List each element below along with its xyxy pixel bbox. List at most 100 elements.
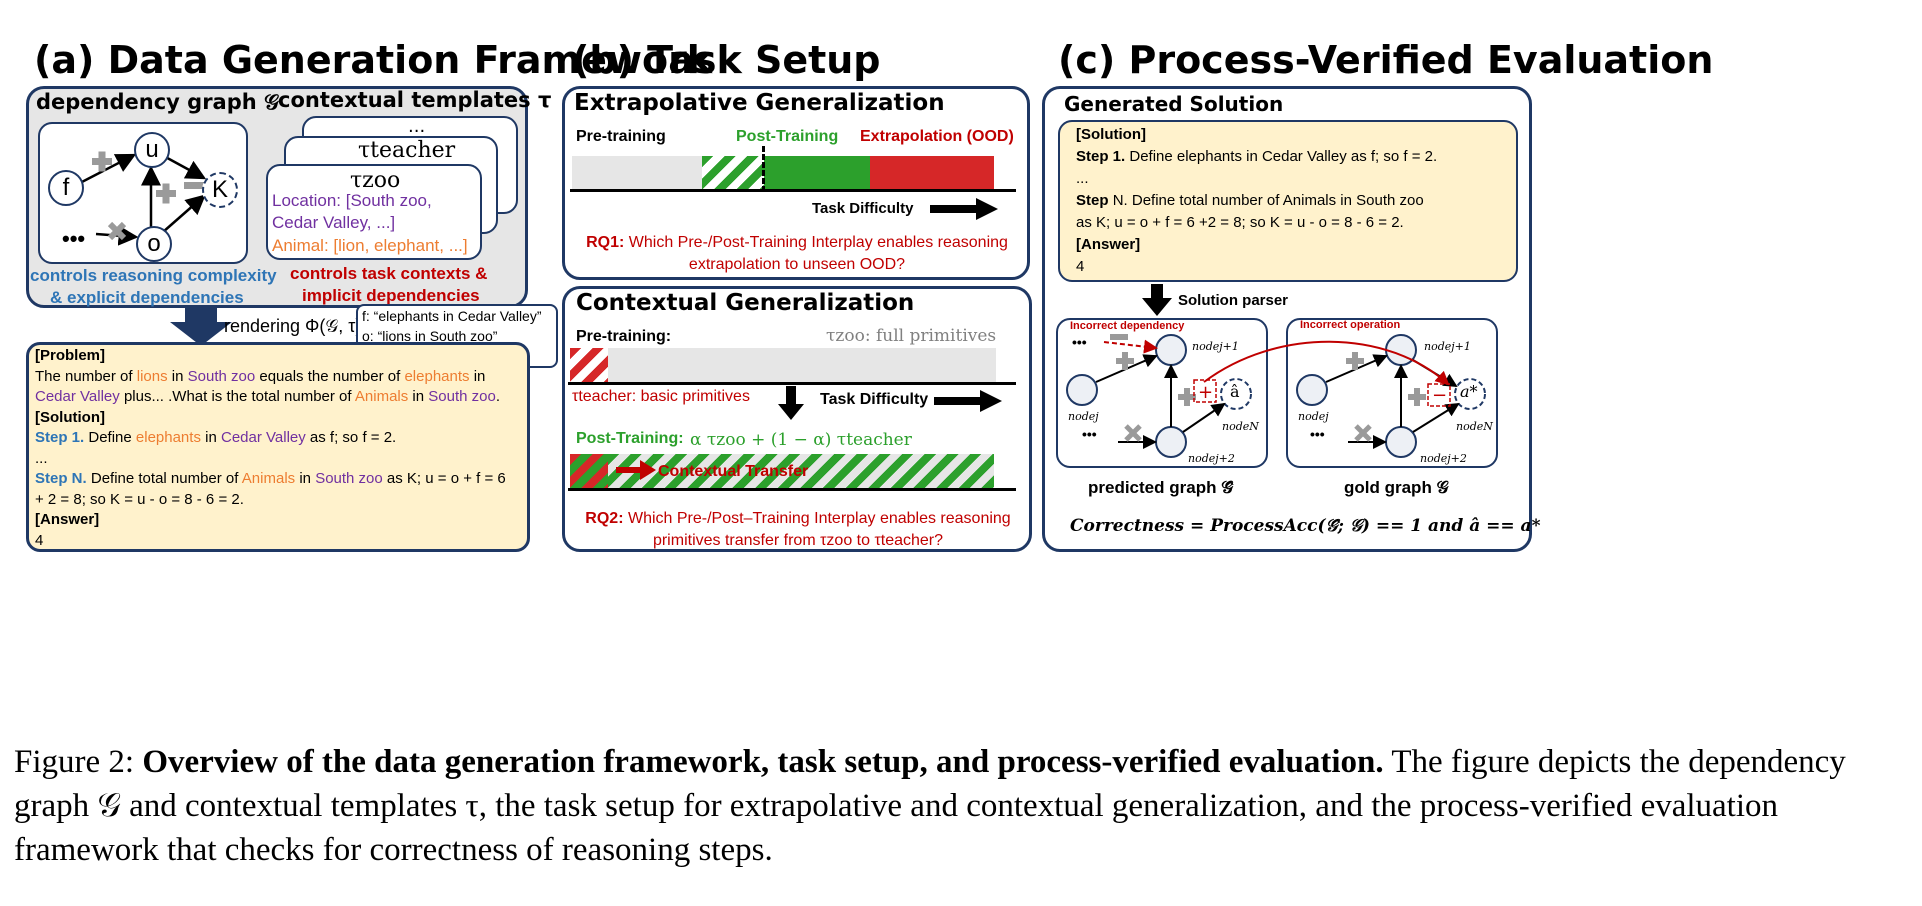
mapping-o: o: “lions in South zoo” [362, 328, 498, 344]
posttraining-bar [764, 156, 870, 190]
controls-left-line2: & explicit dependencies [50, 288, 244, 307]
extrapolative-panel [562, 86, 1030, 280]
contextual-transfer-label: Contextual Transfer [658, 463, 809, 480]
axis-line-3 [568, 488, 1016, 491]
rq1-text: RQ1: Which Pre-/Post-Training Interplay … [586, 234, 1008, 273]
boundary-dashed-line [762, 146, 765, 192]
solution-step1: Step 1. Define elephants in Cedar Valley… [35, 429, 397, 446]
c-ellipsis: ... [1076, 170, 1089, 187]
graph-node-f: f [48, 170, 84, 206]
gold-node-j2: nodej+2 [1420, 452, 1467, 465]
c-stepn-line2: as K; u = o + f = 6 +2 = 8; so K = u - o… [1076, 214, 1404, 231]
mixed-hatched-bar [570, 454, 608, 488]
pred-node-j: nodej [1068, 410, 1099, 423]
contextual-panel [562, 286, 1032, 552]
zoo-pretraining-bar [608, 348, 996, 382]
c-answer-header: [Answer] [1076, 236, 1141, 253]
task-difficulty-arrow [930, 198, 998, 220]
pred-ellipsis: ••• [1072, 334, 1087, 350]
generated-solution-text: [Solution] Step 1. Define elephants in C… [1076, 124, 1516, 278]
c-stepn: Step N. Define total number of Animals i… [1076, 192, 1424, 209]
axis-line-2 [568, 382, 1016, 385]
incorrect-operation-label: Incorrect operation [1300, 319, 1401, 331]
task-difficulty2-label: Task Difficulty [820, 391, 929, 408]
pretraining-bar [572, 156, 702, 190]
caption-bold: Overview of the data generation framewor… [142, 744, 1384, 780]
tau-zoo-label: τzoo [350, 168, 401, 193]
pred-node-j2: nodej+2 [1188, 452, 1235, 465]
figure-caption: Figure 2: Overview of the data generatio… [14, 740, 1914, 872]
caption-rest: The figure depicts the dependency graph … [14, 744, 1846, 868]
controls-right-line2: implicit dependencies [302, 286, 480, 305]
panel-c-title: (c) Process-Verified Evaluation [1058, 38, 1714, 82]
tauteacher-basic-label: τteacher: basic primitives [572, 388, 750, 405]
caption-label: Figure 2: [14, 744, 135, 780]
gold-ellipsis: ••• [1310, 426, 1325, 442]
extrapolative-title: Extrapolative Generalization [574, 90, 945, 116]
correctness-formula: Correctness = ProcessAcc(𝒢̂; 𝒢) == 1 and… [1070, 516, 1541, 536]
solution-stepn-line2: + 2 = 8; so K = u - o = 8 - 6 = 2. [35, 490, 244, 508]
task-difficulty-label: Task Difficulty [812, 200, 914, 217]
pred-node-n: nodeN [1222, 420, 1259, 433]
svg-text:−: − [1432, 385, 1447, 406]
solution-stepn: Step N. Define total number of Animals i… [35, 470, 506, 487]
parser-down-arrow [1142, 284, 1172, 316]
solution-ellipsis: ... [35, 449, 48, 467]
graph-comparison-svg: + − [1066, 334, 1486, 458]
pred-node-j1: nodej+1 [1192, 340, 1239, 353]
gold-graph-label: gold graph 𝒢 [1344, 478, 1449, 497]
posttraining-mix-bar [608, 454, 994, 488]
c-answer-value: 4 [1076, 258, 1085, 275]
svg-text:+: + [1198, 382, 1213, 403]
problem-header: [Problem] [35, 347, 106, 364]
pretraining-label: Pre-training [576, 128, 666, 145]
graph-node-u: u [134, 132, 170, 168]
template-location: Location: [South zoo, Cedar Valley, ...] [272, 191, 432, 232]
pred-ellipsis-2: ••• [1082, 426, 1097, 442]
pretraining2-label: Pre-training: [576, 328, 672, 345]
rendering-label: rendering Φ(𝒢, τ) [224, 316, 362, 336]
c-step1: Step 1. Define elephants in Cedar Valley… [1076, 148, 1438, 165]
panel-a-title: (a) Data Generation Framework [34, 38, 713, 82]
controls-left-line1: controls reasoning complexity [30, 266, 277, 285]
mapping-f: f: “elephants in Cedar Valley” [362, 308, 542, 324]
graph-ellipsis: ••• [62, 226, 86, 251]
graph-node-k: K [202, 172, 238, 208]
pred-a-hat: â [1230, 382, 1240, 401]
template-stack-ellipsis: ... [408, 116, 426, 137]
template-card-zoo [266, 164, 482, 260]
panel-c-frame [1042, 86, 1532, 552]
task-difficulty2-arrow [934, 390, 1002, 412]
incorrect-dependency-label: Incorrect dependency [1070, 320, 1185, 332]
posttraining2-label: Post-Training: [576, 430, 684, 447]
plus-icon [92, 151, 112, 172]
rendering-down-arrow [170, 308, 232, 346]
transfer-arrow-icon [616, 460, 656, 480]
contextual-title: Contextual Generalization [576, 290, 915, 316]
solution-parser-label: Solution parser [1178, 292, 1289, 309]
rq2-text: RQ2: Which Pre-/Post–Training Interplay … [585, 510, 1011, 549]
minus-icon [184, 182, 204, 189]
gold-node-j: nodej [1298, 410, 1329, 423]
generated-solution-label: Generated Solution [1064, 92, 1284, 116]
gold-a-star: a* [1460, 382, 1478, 401]
panel-b-title: (b) Task Setup [572, 38, 881, 82]
answer-header: [Answer] [35, 511, 100, 528]
contextual-templates-label: contextual templates τ [278, 88, 552, 112]
tau-teacher-label: τteacher [358, 138, 456, 163]
problem-text: [Problem] The number of lions in South z… [35, 346, 525, 551]
plus-icon [156, 183, 176, 204]
teacher-hatched-bar [570, 348, 608, 382]
problem-line2: Cedar Valley plus... .What is the total … [35, 388, 501, 405]
graph-node-o: o [136, 226, 172, 262]
generated-solution-box [1058, 120, 1518, 282]
axis-line [570, 189, 1016, 192]
answer-value: 4 [35, 531, 44, 549]
mix-formula: α τzoo + (1 − α) τteacher [690, 430, 912, 450]
solution-header: [Solution] [35, 408, 105, 426]
posttraining-hatched-bar [702, 156, 764, 190]
dependency-graph-label: dependency graph 𝒢 [36, 90, 279, 114]
predicted-graph-label: predicted graph 𝒢̂ [1088, 478, 1234, 497]
extrapolation-label: Extrapolation (OOD) [860, 128, 1014, 145]
controls-right-line1: controls task contexts & [290, 264, 488, 283]
